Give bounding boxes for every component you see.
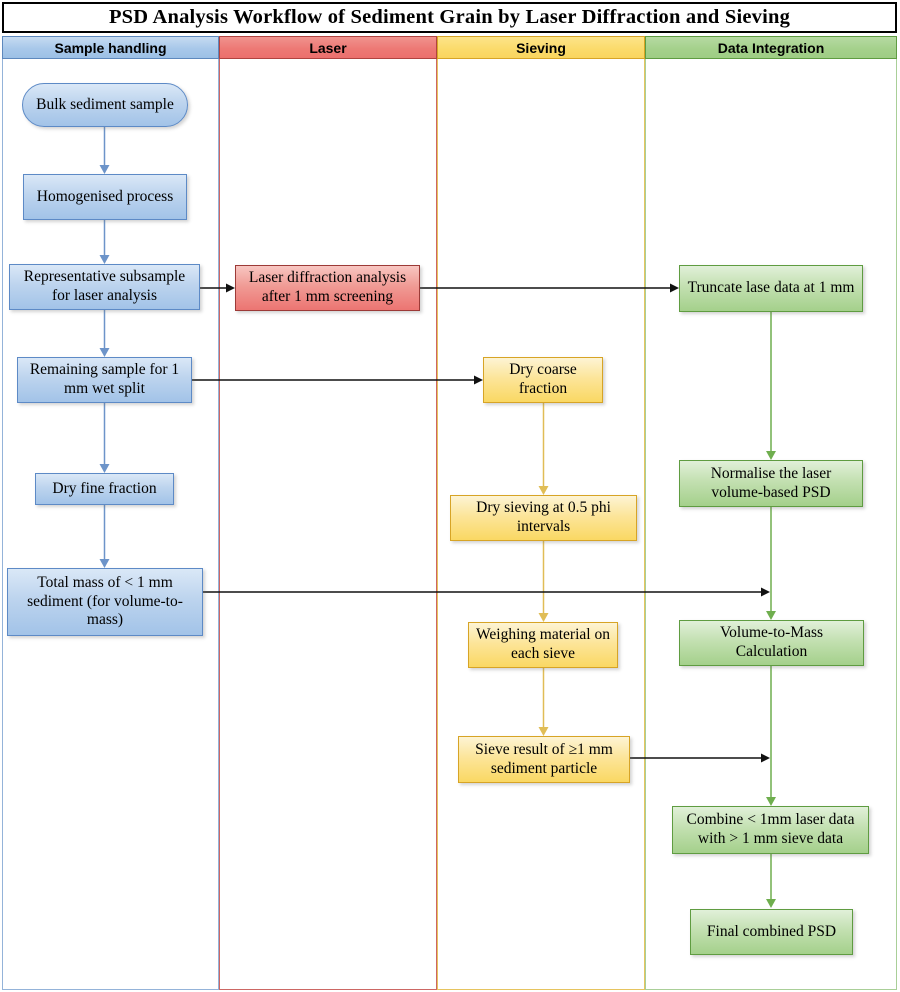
lane-header-sieving: Sieving [437, 36, 645, 59]
node-label: Final combined PSD [706, 922, 837, 940]
node-homogenised-process: Homogenised process [23, 174, 187, 220]
lane-header-data-integration: Data Integration [645, 36, 897, 59]
node-truncate-laser-data: Truncate lase data at 1 mm [679, 265, 863, 312]
node-label: Combine < 1mm laser data with > 1 mm sie… [686, 811, 855, 847]
node-laser-diffraction-analysis: Laser diffraction analysis after 1 mm sc… [235, 265, 420, 311]
node-label: Normalise the laser volume-based PSD [710, 464, 832, 501]
node-dry-fine-fraction: Dry fine fraction [35, 473, 174, 505]
node-label: Bulk sediment sample [36, 95, 174, 113]
node-label: Weighing material on each sieve [476, 626, 610, 662]
lane-header-sample-handling: Sample handling [2, 36, 219, 59]
node-remaining-sample: Remaining sample for 1 mm wet split [17, 357, 192, 403]
node-weighing-material: Weighing material on each sieve [468, 622, 618, 668]
node-dry-coarse-fraction: Dry coarse fraction [483, 357, 603, 403]
node-representative-subsample: Representative subsample for laser analy… [9, 264, 200, 310]
node-sieve-result: Sieve result of ≥1 mm sediment particle [458, 736, 630, 783]
node-label: Laser diffraction analysis after 1 mm sc… [248, 269, 407, 305]
node-label: Homogenised process [36, 187, 174, 205]
node-label: Dry fine fraction [52, 479, 157, 497]
node-dry-sieving-intervals: Dry sieving at 0.5 phi intervals [450, 495, 637, 541]
node-combine-data: Combine < 1mm laser data with > 1 mm sie… [672, 806, 869, 854]
node-bulk-sediment-sample: Bulk sediment sample [22, 83, 188, 127]
diagram-title: PSD Analysis Workflow of Sediment Grain … [2, 2, 897, 33]
node-label: Remaining sample for 1 mm wet split [29, 361, 180, 397]
node-label: Volume-to-Mass Calculation [719, 624, 824, 660]
node-label: Representative subsample for laser analy… [23, 268, 186, 304]
node-final-combined-psd: Final combined PSD [690, 909, 853, 955]
node-label: Dry coarse fraction [509, 361, 577, 397]
node-volume-to-mass-calculation: Volume-to-Mass Calculation [679, 620, 864, 666]
lane-header-laser: Laser [219, 36, 437, 59]
node-total-mass: Total mass of < 1 mm sediment (for volum… [7, 568, 203, 636]
node-label: Dry sieving at 0.5 phi intervals [476, 499, 611, 535]
node-label: Total mass of < 1 mm sediment (for volum… [27, 574, 183, 629]
node-label: Truncate lase data at 1 mm [687, 279, 855, 297]
lane-laser: Laser [219, 36, 437, 990]
node-label: Sieve result of ≥1 mm sediment particle [475, 740, 613, 777]
node-normalise-psd: Normalise the laser volume-based PSD [679, 460, 863, 507]
